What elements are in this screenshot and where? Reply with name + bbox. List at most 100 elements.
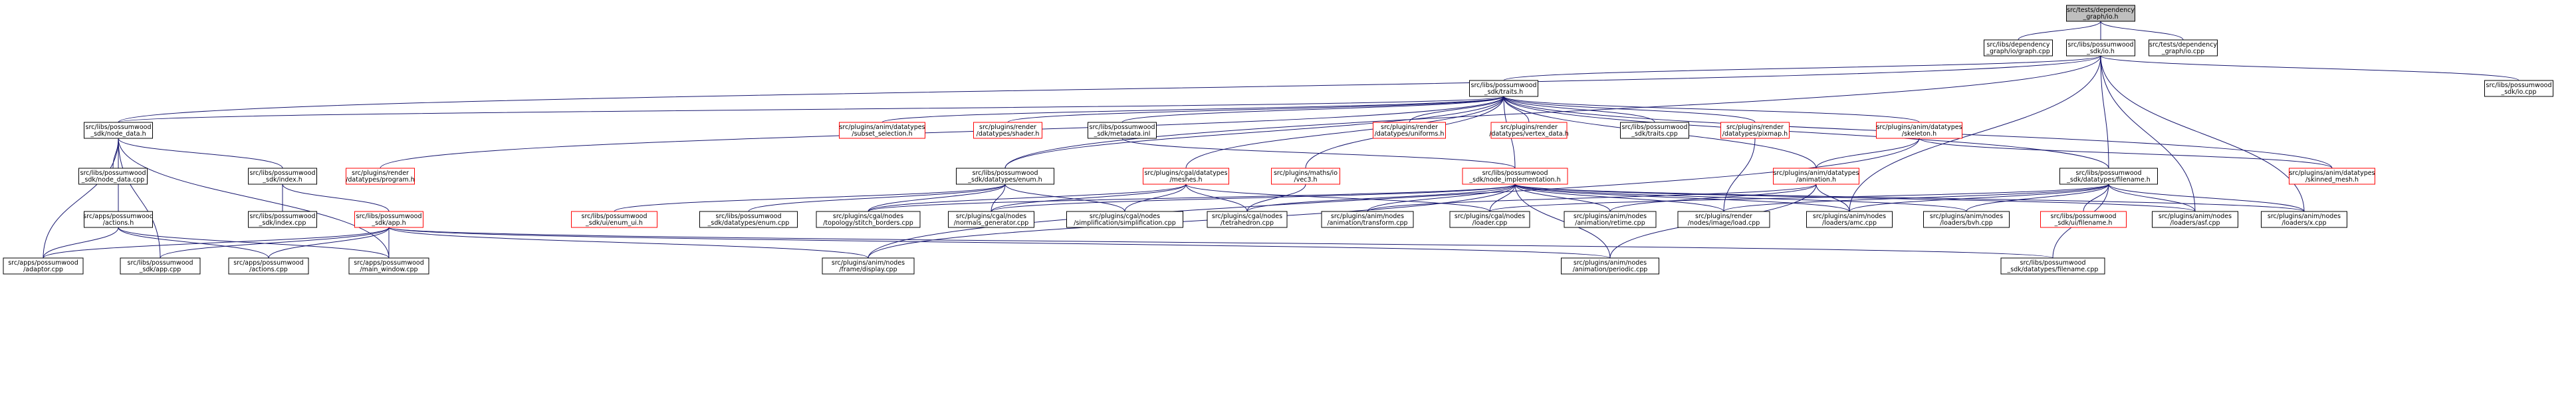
graph-node-retime-cpp[interactable]: src/plugins/anim/nodes/animation/retime.… [1564,211,1657,228]
node-box[interactable] [1564,211,1657,228]
node-box[interactable] [1373,122,1446,139]
node-box[interactable] [84,122,153,139]
graph-node-shader-h[interactable]: src/plugins/render/datatypes/shader.h [973,122,1042,139]
graph-node-enum-h[interactable]: src/libs/possumwood_sdk/datatypes/enum.h [956,168,1054,185]
graph-node-image-load-cpp[interactable]: src/plugins/render/nodes/image/load.cpp [1677,211,1770,228]
node-box[interactable] [2059,168,2158,185]
graph-node-uniforms-h[interactable]: src/plugins/render/datatypes/uniforms.h [1373,122,1446,139]
node-box[interactable] [1066,211,1183,228]
graph-node-filename-cpp[interactable]: src/libs/possumwood_sdk/datatypes/filena… [2000,257,2105,275]
node-box[interactable] [1677,211,1770,228]
graph-node-actions-h[interactable]: src/apps/possumwood/actions.h [83,211,154,228]
graph-node-normals-cpp[interactable]: src/plugins/cgal/nodes/normals_generator… [948,211,1034,228]
graph-node-stitch-cpp[interactable]: src/plugins/cgal/nodes/topology/stitch_b… [816,211,921,228]
graph-node-adaptor-cpp[interactable]: src/apps/possumwood/adaptor.cpp [3,257,84,275]
graph-node-skeleton-h[interactable]: src/plugins/anim/datatypes/skeleton.h [1876,122,1962,139]
graph-node-node-data-h[interactable]: src/libs/possumwood_sdk/node_data.h [84,122,153,139]
graph-node-main-window-cpp[interactable]: src/apps/possumwood/main_window.cpp [348,257,429,275]
graph-node-transform-cpp[interactable]: src/plugins/anim/nodes/animation/transfo… [1321,211,1414,228]
graph-node-animation-h[interactable]: src/plugins/anim/datatypes/animation.h [1773,168,1859,185]
graph-node-vertex-data-h[interactable]: src/plugins/render/datatypes/vertex_data… [1489,122,1569,139]
graph-node-cgal-loader-cpp[interactable]: src/plugins/cgal/nodes/loader.cpp [1449,211,1530,228]
node-box[interactable] [1321,211,1414,228]
graph-node-display-cpp[interactable]: src/plugins/anim/nodes/frame/display.cpp [822,257,915,275]
node-box[interactable] [948,211,1034,228]
node-box[interactable] [1207,211,1288,228]
graph-node-tio-cpp[interactable]: src/tests/dependency_graph/io.cpp [2149,39,2218,57]
node-box[interactable] [248,211,317,228]
graph-node-subset-sel[interactable]: src/plugins/anim/datatypes/subset_select… [839,122,925,139]
node-box[interactable] [1620,122,1689,139]
graph-node-pio-h[interactable]: src/libs/possumwood_sdk/io.h [2066,39,2135,57]
node-box[interactable] [816,211,921,228]
node-box[interactable] [1984,39,2053,57]
graph-node-node-data-cpp[interactable]: src/libs/possumwood_sdk/node_data.cpp [78,168,148,185]
node-box[interactable] [2066,5,2135,22]
graph-node-skinned-mesh-h[interactable]: src/plugins/anim/datatypes/skinned_mesh.… [2289,168,2375,185]
node-box[interactable] [2066,39,2135,57]
graph-node-x-cpp[interactable]: src/plugins/anim/nodes/loaders/x.cpp [2261,211,2347,228]
node-box[interactable] [699,211,798,228]
node-box[interactable] [2000,257,2105,275]
graph-node-periodic-cpp[interactable]: src/plugins/anim/nodes/animation/periodi… [1561,257,1659,275]
node-box[interactable] [956,168,1054,185]
graph-node-pixmap-h[interactable]: src/plugins/render/datatypes/pixmap.h [1720,122,1790,139]
graph-node-traits-h[interactable]: src/libs/possumwood_sdk/traits.h [1469,80,1538,97]
node-box[interactable] [2152,211,2238,228]
node-box[interactable] [228,257,309,275]
node-box[interactable] [973,122,1042,139]
node-box[interactable] [1271,168,1340,185]
graph-node-traits-cpp[interactable]: src/libs/possumwood_sdk/traits.cpp [1620,122,1689,139]
graph-node-graph-cpp[interactable]: src/libs/dependency_graph/io/graph.cpp [1984,39,2053,57]
node-box[interactable] [822,257,915,275]
node-box[interactable] [348,257,429,275]
graph-node-meshes-h[interactable]: src/plugins/cgal/datatypes/meshes.h [1143,168,1229,185]
node-box[interactable] [1561,257,1659,275]
graph-node-root[interactable]: src/tests/dependency_graph/io.h [2066,5,2135,22]
node-box[interactable] [2040,211,2127,228]
node-box[interactable] [2289,168,2375,185]
graph-node-simplification-cpp[interactable]: src/plugins/cgal/nodes/simplification/si… [1066,211,1183,228]
graph-node-program-h[interactable]: src/plugins/render/datatypes/program.h [346,168,415,185]
graph-node-vec3-h[interactable]: src/plugins/maths/io/vec3.h [1271,168,1340,185]
node-box[interactable] [3,257,84,275]
node-box[interactable] [1469,80,1538,97]
graph-node-sdk-io-cpp[interactable]: src/libs/possumwood_sdk/io.cpp [2484,80,2553,97]
graph-node-app-h[interactable]: src/libs/possumwood_sdk/app.h [354,211,423,228]
node-box[interactable] [571,211,657,228]
graph-node-enum-cpp[interactable]: src/libs/possumwood_sdk/datatypes/enum.c… [699,211,798,228]
node-box[interactable] [1462,168,1568,185]
node-box[interactable] [839,122,925,139]
graph-node-index-cpp[interactable]: src/libs/possumwood_sdk/index.cpp [248,211,317,228]
graph-node-actions-cpp[interactable]: src/apps/possumwood/actions.cpp [228,257,309,275]
node-box[interactable] [2484,80,2553,97]
node-box[interactable] [1806,211,1893,228]
node-box[interactable] [1720,122,1790,139]
node-box[interactable] [1449,211,1530,228]
node-box[interactable] [346,168,415,185]
graph-node-amc-cpp[interactable]: src/plugins/anim/nodes/loaders/amc.cpp [1806,211,1893,228]
graph-node-tetrahedron-cpp[interactable]: src/plugins/cgal/nodes/tetrahedron.cpp [1207,211,1288,228]
node-box[interactable] [1490,122,1568,139]
graph-node-index-h[interactable]: src/libs/possumwood_sdk/index.h [248,168,317,185]
node-box[interactable] [2261,211,2347,228]
node-box[interactable] [248,168,317,185]
graph-node-asf-cpp[interactable]: src/plugins/anim/nodes/loaders/asf.cpp [2152,211,2238,228]
node-box[interactable] [78,168,148,185]
graph-node-app-cpp[interactable]: src/libs/possumwood_sdk/app.cpp [120,257,201,275]
graph-node-metadata-inl[interactable]: src/libs/possumwood_sdk/metadata.inl [1088,122,1157,139]
node-box[interactable] [1773,168,1859,185]
graph-node-bvh-cpp[interactable]: src/plugins/anim/nodes/loaders/bvh.cpp [1923,211,2010,228]
node-box[interactable] [1143,168,1229,185]
node-box[interactable] [2149,39,2218,57]
node-box[interactable] [354,211,423,228]
node-box[interactable] [1923,211,2010,228]
node-box[interactable] [1876,122,1962,139]
node-box[interactable] [1088,122,1157,139]
graph-node-filename-ui-h[interactable]: src/libs/possumwood_sdk/ui/filename.h [2040,211,2127,228]
graph-node-node-impl-h[interactable]: src/libs/possumwood_sdk/node_implementat… [1462,168,1568,185]
graph-node-enum-ui-h[interactable]: src/libs/possumwood_sdk/ui/enum_ui.h [571,211,657,228]
node-box[interactable] [84,211,153,228]
node-box[interactable] [120,257,201,275]
graph-node-filename-h[interactable]: src/libs/possumwood_sdk/datatypes/filena… [2059,168,2158,185]
